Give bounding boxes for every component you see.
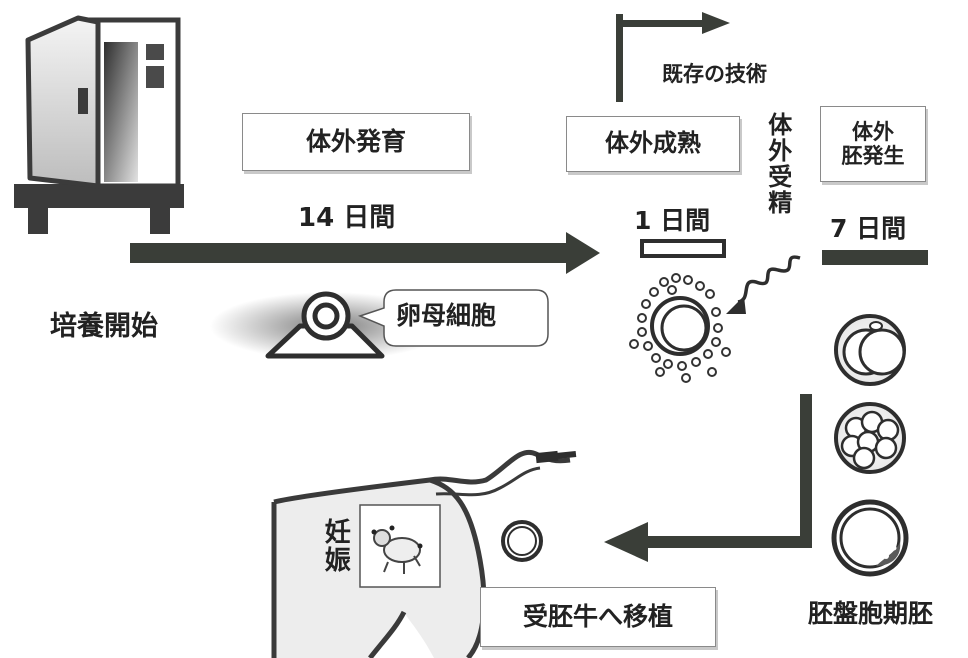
transfer-embryo-icon bbox=[501, 520, 543, 562]
in-vitro-fertilization-label: 体外受精 bbox=[763, 112, 792, 216]
embryo-duration-bar bbox=[822, 250, 928, 265]
fetus-picture bbox=[359, 504, 441, 588]
transfer-label: 受胚牛へ移植 bbox=[522, 601, 673, 631]
maturation-duration-label: 1 日間 bbox=[634, 206, 711, 235]
embryo-development-box: 体外 胚発生 bbox=[820, 106, 926, 182]
culture-start-label: 培養開始 bbox=[50, 311, 158, 342]
growth-duration-label: 14 日間 bbox=[298, 203, 396, 233]
morula-icon bbox=[834, 402, 906, 474]
incubator-icon bbox=[14, 15, 184, 234]
in-vitro-maturation-label: 体外成熟 bbox=[605, 129, 701, 158]
embryo-development-line2: 胚発生 bbox=[841, 144, 905, 168]
pregnancy-label: 妊娠 bbox=[320, 518, 351, 574]
blastocyst-icon bbox=[831, 499, 909, 577]
maturation-duration-bar bbox=[640, 239, 726, 258]
oocyte-label: 卵母細胞 bbox=[396, 301, 497, 330]
in-vitro-growth-box: 体外発育 bbox=[242, 113, 470, 171]
oocyte-callout bbox=[357, 289, 549, 347]
transfer-arrow bbox=[604, 394, 812, 562]
existing-tech-label: 既存の技術 bbox=[662, 62, 767, 86]
blastocyst-label: 胚盤胞期胚 bbox=[808, 599, 934, 628]
sperm-arrow bbox=[726, 255, 801, 314]
in-vitro-maturation-box: 体外成熟 bbox=[566, 116, 740, 172]
existing-tech-arrow bbox=[616, 12, 730, 102]
embryo-duration-label: 7 日間 bbox=[830, 214, 907, 243]
two-cell-embryo-icon bbox=[834, 314, 906, 386]
in-vitro-growth-label: 体外発育 bbox=[305, 126, 406, 156]
mature-oocyte-icon bbox=[629, 273, 731, 383]
embryo-development-line1: 体外 bbox=[852, 119, 894, 144]
growth-arrow bbox=[130, 232, 600, 274]
transfer-box: 受胚牛へ移植 bbox=[480, 587, 716, 647]
